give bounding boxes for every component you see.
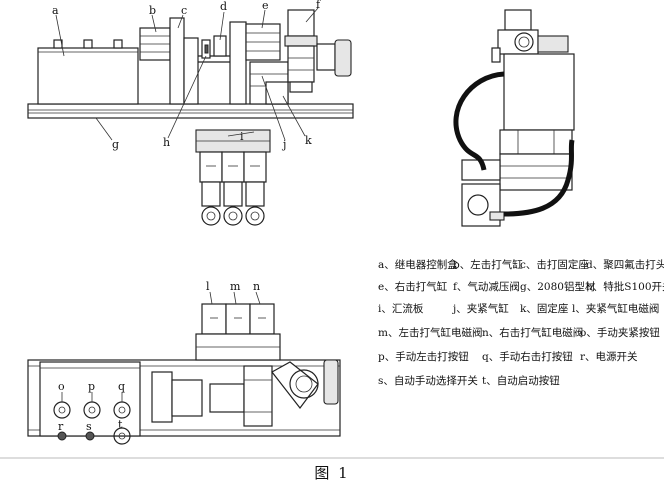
legend-o: o、手动夹紧按钮	[580, 326, 660, 339]
legend-j: j、夹紧气缸	[451, 302, 509, 315]
label-g: g	[112, 138, 119, 151]
legend-c: c、击打固定座	[520, 258, 589, 271]
label-b: b	[149, 4, 156, 17]
label-e: e	[262, 0, 269, 12]
label-c: c	[181, 4, 187, 17]
label-a: a	[52, 4, 59, 17]
label-j: j	[281, 138, 286, 151]
legend-b: b、左击打气缸	[453, 258, 523, 271]
legend-a: a、继电器控制盒	[378, 258, 458, 271]
top-view: l m n o p q r s t	[27, 280, 341, 445]
legend-k: k、固定座	[520, 302, 568, 315]
legend-p: p、手动左击打按钮	[378, 350, 469, 363]
legend-m: m、左击打气缸电磁阀	[378, 326, 482, 339]
legend-s: s、自动手动选择开关	[378, 374, 478, 387]
legend-l: l、夹紧气缸电磁阀	[572, 302, 659, 315]
label-i: i	[240, 130, 244, 143]
label-s: s	[86, 420, 92, 433]
legend-t: t、自动启动按钮	[482, 374, 560, 387]
legend-n: n、右击打气缸电磁阀	[482, 326, 583, 339]
legend-d: d、聚四氟击打头	[586, 258, 664, 271]
legend-e: e、右击打气缸	[378, 280, 448, 293]
label-l: l	[206, 280, 210, 293]
label-p: p	[88, 380, 95, 393]
legend-r: r、电源开关	[580, 350, 638, 363]
label-o: o	[58, 380, 65, 393]
figure-diagram: a b c d e f g h i j k	[0, 0, 664, 459]
label-h: h	[163, 136, 170, 149]
label-m: m	[230, 280, 241, 293]
front-view: a b c d e f g h i j k	[27, 0, 354, 226]
label-f: f	[316, 0, 321, 11]
label-n: n	[253, 280, 260, 293]
legend-h: h、特批S100开关	[586, 280, 664, 293]
figure-caption: 图 1	[314, 464, 350, 482]
legend: a、继电器控制盒 b、左击打气缸 c、击打固定座 d、聚四氟击打头 e、右击打气…	[378, 258, 664, 387]
side-view	[453, 9, 575, 227]
label-q: q	[118, 380, 125, 393]
label-t: t	[118, 418, 123, 431]
label-d: d	[220, 0, 227, 13]
legend-f: f、气动减压阀	[453, 280, 520, 293]
label-r: r	[58, 420, 64, 433]
legend-q: q、手动右击打按钮	[482, 350, 573, 363]
label-k: k	[305, 134, 312, 147]
legend-i: i、汇流板	[378, 302, 424, 315]
legend-g: g、2080铝型材	[520, 280, 596, 293]
